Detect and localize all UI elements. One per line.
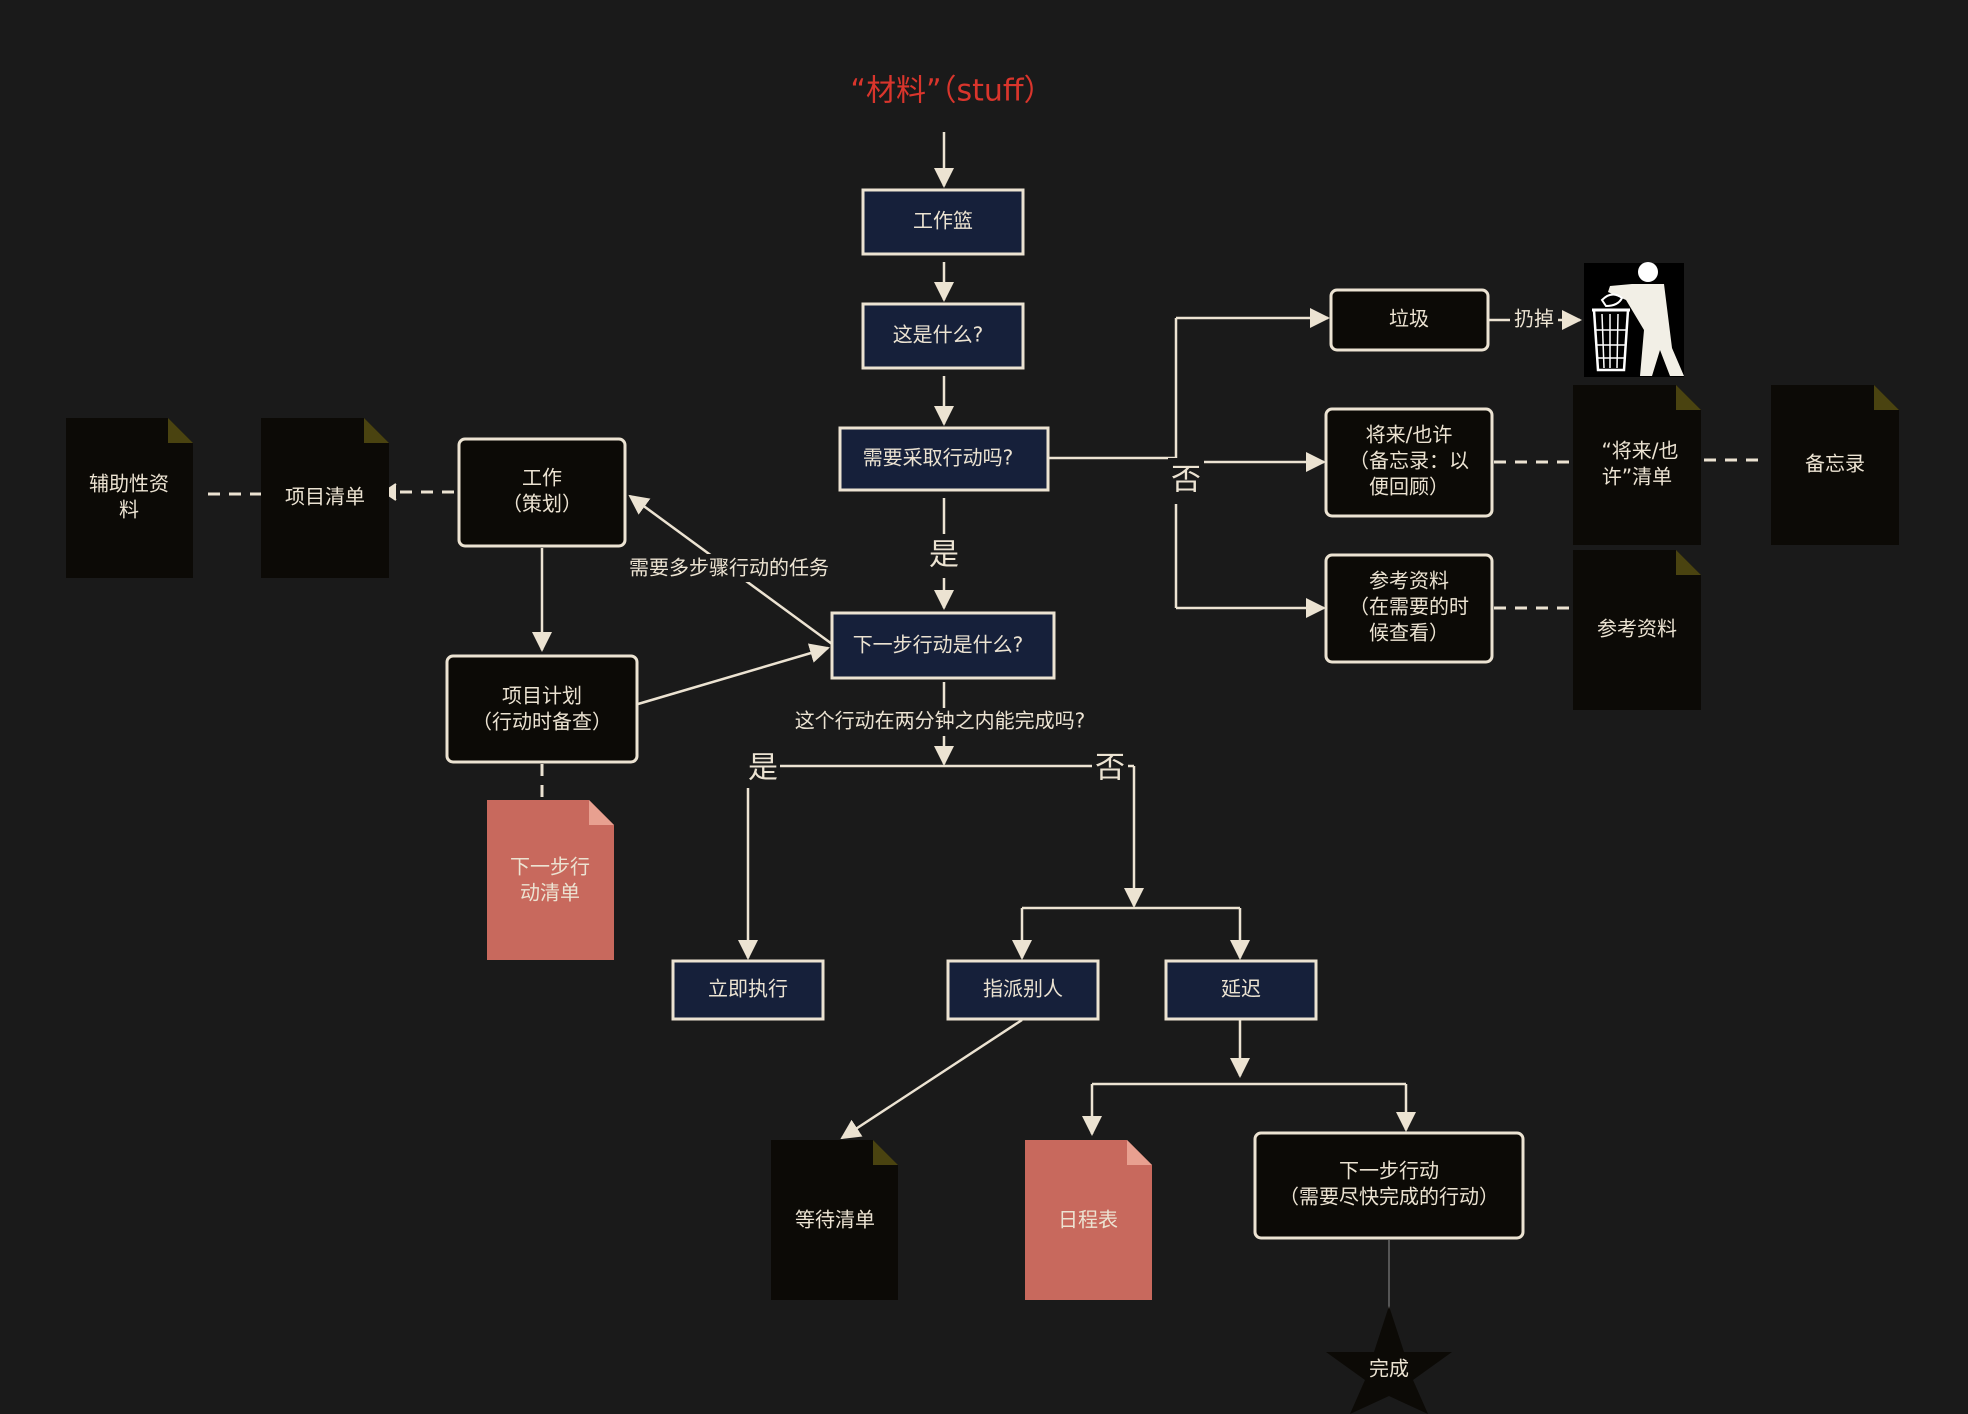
svg-text:参考资料: 参考资料 (1597, 617, 1677, 641)
svg-text:延迟: 延迟 (1221, 977, 1261, 1001)
node-delegate: 指派别人 (946, 959, 1100, 1021)
node-next-action-question: 下一步行动是什么? (830, 611, 1056, 680)
node-project-work: 工作 （策划） (457, 437, 627, 548)
node-project-plan: 项目计划 （行动时备查） (445, 654, 639, 764)
svg-text:候查看）: 候查看） (1369, 621, 1449, 645)
node-do-now: 立即执行 (671, 959, 825, 1021)
doc-reference-files: 参考资料 (1573, 550, 1701, 710)
edge-labels: 否 是 需要多步骤行动的任务 这个行动在两分钟之内能完成吗? 是 否 扔掉 (622, 306, 1558, 788)
svg-text:指派别人: 指派别人 (983, 977, 1063, 1001)
node-trash: 垃圾 (1329, 288, 1490, 352)
doc-waiting-list: 等待清单 (771, 1140, 898, 1300)
svg-text:（策划）: （策划） (502, 492, 582, 516)
svg-text:备忘录: 备忘录 (1805, 452, 1865, 476)
svg-text:这是什么?: 这是什么? (893, 323, 984, 347)
label-discard: 扔掉 (1514, 307, 1554, 331)
trash-bin-person-icon (1584, 262, 1684, 377)
node-what-is-it: 这是什么? (861, 302, 1025, 370)
node-done: 完成 (1326, 1306, 1452, 1414)
svg-text:垃圾: 垃圾 (1389, 307, 1429, 331)
node-reference: 参考资料 （在需要的时 候查看） (1324, 553, 1494, 664)
svg-text:（备忘录：以: （备忘录：以 (1349, 449, 1469, 473)
label-two-minutes: 这个行动在两分钟之内能完成吗? (795, 709, 1086, 733)
doc-next-action-list: 下一步行 动清单 (487, 800, 614, 960)
svg-text:参考资料: 参考资料 (1369, 569, 1449, 593)
svg-text:工作: 工作 (522, 466, 562, 490)
svg-text:完成: 完成 (1369, 1357, 1409, 1381)
svg-text:立即执行: 立即执行 (708, 977, 788, 1001)
svg-text:需要采取行动吗?: 需要采取行动吗? (863, 446, 1014, 470)
svg-text:料: 料 (119, 498, 139, 522)
svg-text:项目清单: 项目清单 (285, 485, 365, 509)
svg-text:日程表: 日程表 (1058, 1208, 1118, 1232)
svg-text:下一步行动是什么?: 下一步行动是什么? (853, 633, 1024, 657)
diagram-title: “材料”（stuff） (850, 74, 1053, 109)
svg-text:（行动时备查）: （行动时备查） (472, 710, 612, 734)
svg-text:下一步行动: 下一步行动 (1339, 1159, 1439, 1183)
svg-text:项目计划: 项目计划 (502, 684, 582, 708)
doc-support-material: 辅助性资 料 (66, 418, 193, 578)
label-yes-two-min: 是 (748, 751, 778, 786)
doc-project-list: 项目清单 (261, 418, 389, 578)
doc-calendar: 日程表 (1025, 1140, 1152, 1300)
node-next-actions: 下一步行动 （需要尽快完成的行动） (1253, 1131, 1525, 1240)
svg-text:许”清单: 许”清单 (1602, 465, 1672, 489)
svg-text:等待清单: 等待清单 (795, 1208, 875, 1232)
svg-text:（在需要的时: （在需要的时 (1349, 595, 1469, 619)
svg-text:工作篮: 工作篮 (913, 209, 973, 233)
node-action-needed: 需要采取行动吗? (838, 426, 1050, 492)
edge-to-waiting (840, 1018, 1023, 1140)
svg-text:“将来/也: “将来/也 (1601, 439, 1678, 463)
svg-text:（需要尽快完成的行动）: （需要尽快完成的行动） (1279, 1185, 1499, 1209)
star-icon (1326, 1306, 1452, 1414)
node-defer: 延迟 (1164, 959, 1318, 1021)
label-no-two-min: 否 (1095, 751, 1125, 786)
svg-text:辅助性资: 辅助性资 (89, 472, 169, 496)
svg-text:便回顾）: 便回顾） (1369, 475, 1449, 499)
doc-someday-list: “将来/也 许”清单 (1573, 385, 1701, 545)
node-someday: 将来/也许 （备忘录：以 便回顾） (1324, 407, 1494, 518)
node-inbox: 工作篮 (861, 188, 1025, 256)
label-yes-action: 是 (929, 538, 959, 573)
svg-text:动清单: 动清单 (520, 881, 580, 905)
svg-text:将来/也许: 将来/也许 (1366, 423, 1453, 447)
svg-text:下一步行: 下一步行 (510, 855, 590, 879)
edge-plan-next (637, 643, 830, 706)
doc-tickler: 备忘录 (1771, 385, 1899, 545)
label-no-action: 否 (1171, 463, 1201, 498)
label-multi-step: 需要多步骤行动的任务 (629, 556, 829, 580)
